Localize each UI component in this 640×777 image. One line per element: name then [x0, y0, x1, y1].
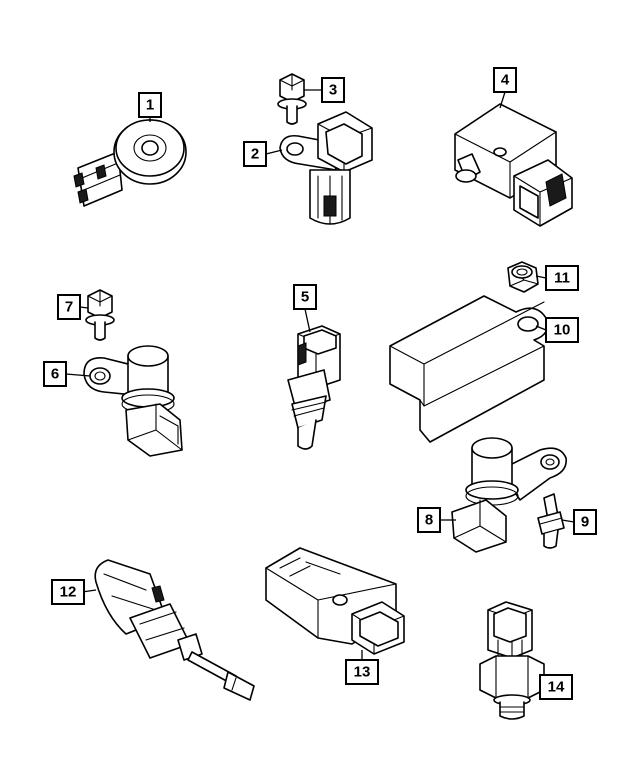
- part-7-bolt: [85, 289, 115, 341]
- callout-4: 4: [493, 67, 517, 93]
- part-2-speed-sensor: [279, 111, 373, 225]
- part-13-map-sensor: [265, 547, 405, 655]
- part-5-temp-sensor: [287, 325, 341, 450]
- part-4-map-sensor: [454, 103, 573, 227]
- callout-14-label: 14: [548, 679, 565, 696]
- callout-12: 12: [51, 579, 85, 605]
- part-9-small-sensor: [537, 493, 565, 549]
- part-10-module: [389, 295, 549, 443]
- part-3-bolt: [277, 73, 307, 125]
- callout-3: 3: [321, 77, 345, 103]
- part-12-level-sensor: [94, 559, 255, 701]
- callout-6-label: 6: [51, 366, 59, 383]
- callout-9-label: 9: [581, 514, 589, 531]
- callout-13-label: 13: [354, 664, 371, 681]
- callout-1-label: 1: [146, 97, 154, 114]
- part-14-pressure-switch: [479, 601, 545, 720]
- callout-6: 6: [43, 361, 67, 387]
- callout-10-label: 10: [554, 322, 571, 339]
- callout-11-label: 11: [554, 270, 570, 287]
- callout-14: 14: [539, 674, 573, 700]
- part-1-knock-sensor: [73, 119, 187, 207]
- callout-2: 2: [243, 141, 267, 167]
- callout-5: 5: [293, 284, 317, 310]
- callout-7: 7: [57, 294, 81, 320]
- callout-13: 13: [345, 659, 379, 685]
- callout-4-label: 4: [501, 72, 510, 89]
- callout-3-label: 3: [329, 82, 337, 99]
- callout-1: 1: [138, 92, 162, 118]
- callout-11: 11: [545, 265, 579, 291]
- part-8-cam-sensor: [451, 437, 567, 553]
- callout-12-label: 12: [60, 584, 77, 601]
- callout-8-label: 8: [425, 512, 433, 529]
- part-6-cam-sensor: [83, 345, 183, 457]
- callout-9: 9: [573, 509, 597, 535]
- callout-7-label: 7: [65, 299, 73, 316]
- part-11-nut: [507, 261, 539, 293]
- callout-2-label: 2: [251, 146, 259, 163]
- callout-8: 8: [417, 507, 441, 533]
- callout-5-label: 5: [301, 289, 309, 306]
- callout-10: 10: [545, 317, 579, 343]
